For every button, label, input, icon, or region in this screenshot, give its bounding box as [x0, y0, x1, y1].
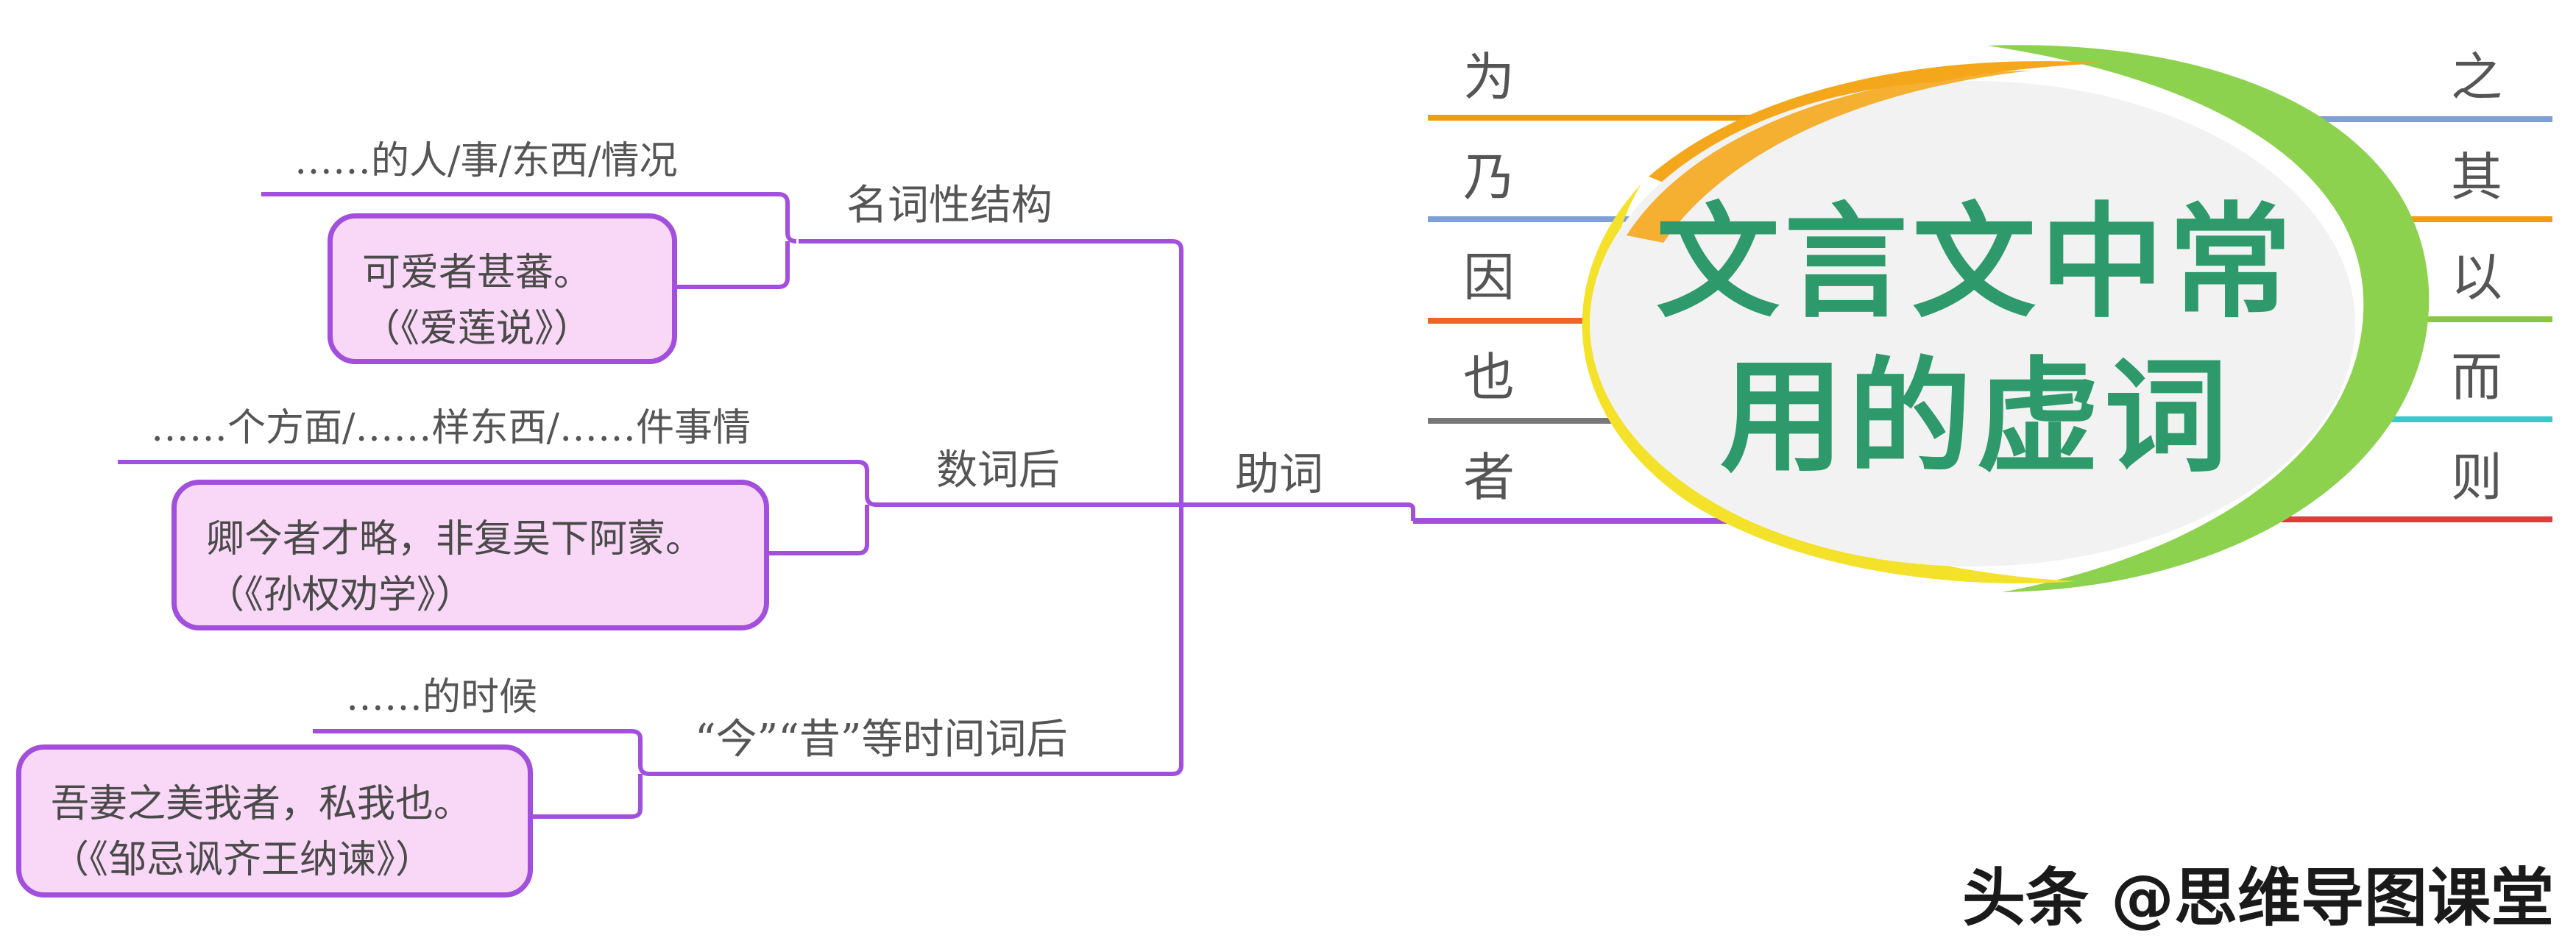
branch-label-zhuci: 助词 — [1235, 449, 1323, 500]
word-nai: 乃 — [1463, 147, 1515, 207]
meaning-1: ……的人/事/东西/情况 — [294, 139, 678, 183]
example-box-3: 吾妻之美我者，私我也。 （《邹忌讽齐王纳谏》） — [16, 744, 533, 898]
central-ellipse — [1582, 45, 2430, 592]
word-er: 而 — [2451, 347, 2502, 408]
connector-child2 — [118, 460, 877, 555]
word-qi: 其 — [2451, 147, 2502, 207]
meaning-2: ……个方面/……样东西/……件事情 — [151, 406, 751, 450]
connector-root — [1183, 502, 1415, 521]
sub-label-after-numeral: 数词后 — [936, 447, 1060, 494]
example-2-sentence: 卿今者才略，非复吴下阿蒙。 — [206, 517, 704, 561]
example-3-sentence: 吾妻之美我者，私我也。 — [51, 782, 473, 826]
title-line-1: 文言文中常 — [1656, 189, 2296, 335]
example-box-2: 卿今者才略，非复吴下阿蒙。 （《孙权劝学》） — [171, 480, 769, 630]
sub-label-after-time-word: “今”“昔”等时间词后 — [695, 716, 1068, 764]
word-ye: 也 — [1463, 347, 1515, 408]
example-2-source: （《孙权劝学》） — [206, 573, 475, 617]
word-wei: 为 — [1463, 47, 1515, 107]
connector-trunk — [649, 239, 1183, 776]
word-zhi: 之 — [2451, 47, 2502, 107]
word-zhe: 者 — [1463, 447, 1515, 508]
meaning-3: ……的时候 — [346, 675, 538, 719]
word-yi: 以 — [2451, 247, 2502, 308]
title-line-2: 用的虚词 — [1720, 344, 2232, 489]
example-box-1: 可爱者甚蕃。 （《爱莲说》） — [328, 213, 677, 364]
word-ze: 则 — [2451, 447, 2502, 508]
connector-child1 — [261, 192, 797, 289]
example-1-sentence: 可爱者甚蕃。 — [362, 251, 592, 295]
example-3-source: （《邹忌讽齐王纳谏》） — [51, 838, 434, 882]
example-1-source: （《爱莲说》） — [362, 307, 592, 351]
word-yin: 因 — [1463, 247, 1515, 308]
sub-label-noun-structure: 名词性结构 — [846, 182, 1052, 230]
watermark: 头条 @思维导图课堂 — [1962, 861, 2554, 935]
connector-child3 — [313, 729, 650, 819]
